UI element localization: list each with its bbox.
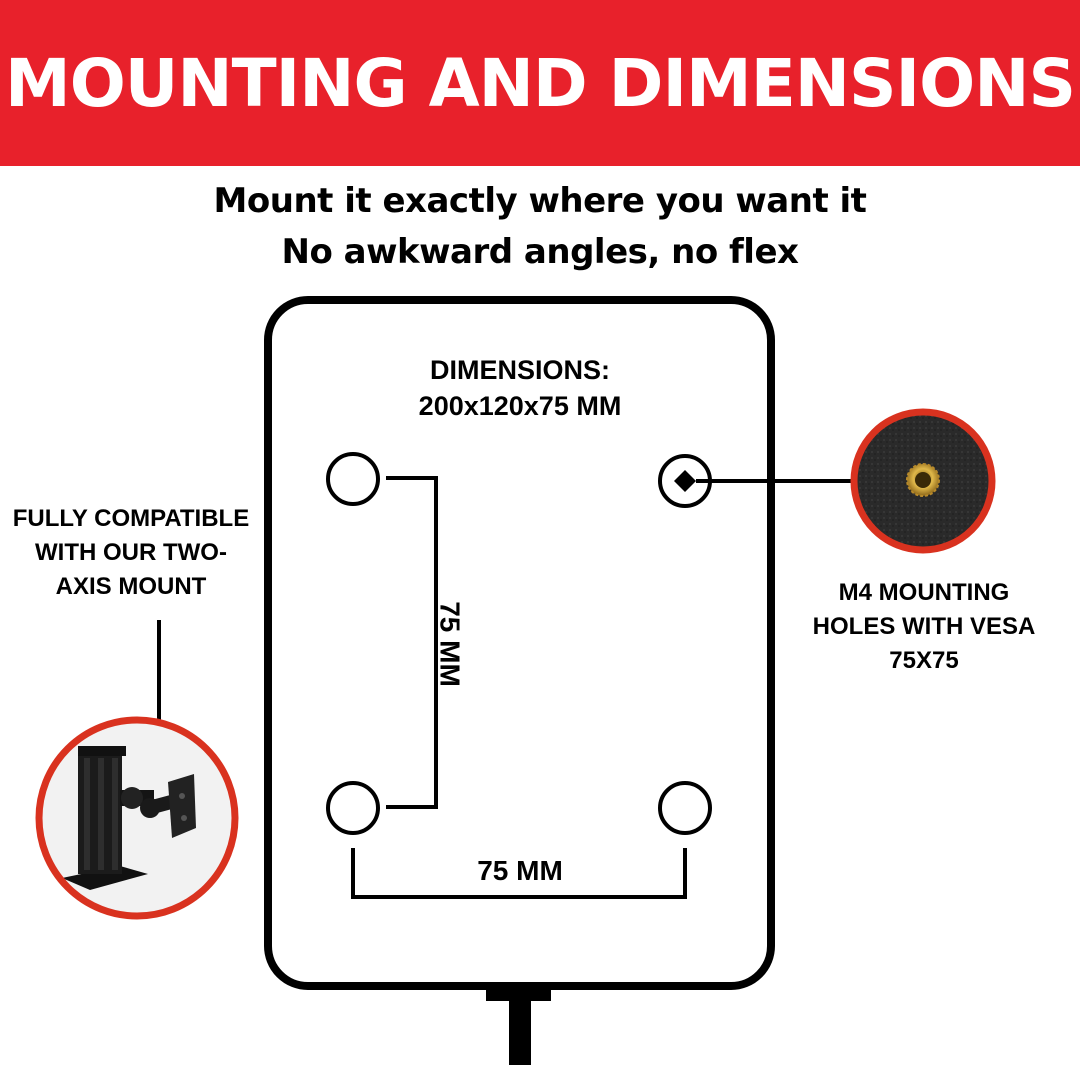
panel-outline	[264, 296, 775, 990]
mounting-hole-bottom-left	[326, 781, 380, 835]
vertical-dimension-bracket	[386, 476, 438, 809]
left-callout-line-3: AXIS MOUNT	[55, 573, 207, 600]
threaded-insert-icon	[850, 408, 996, 554]
mounting-hole-bottom-right	[658, 781, 712, 835]
page-title: MOUNTING AND DIMENSIONS	[5, 44, 1076, 122]
right-callout-line-2: HOLES WITH VESA	[812, 613, 1036, 640]
vertical-spacing-label: 75 MM	[435, 601, 466, 687]
mounting-hole-top-left	[326, 452, 380, 506]
horizontal-spacing-label: 75 MM	[477, 855, 563, 886]
header-banner: MOUNTING AND DIMENSIONS	[0, 0, 1080, 166]
tagline-line-2: No awkward angles, no flex	[281, 232, 799, 272]
two-axis-mount-icon	[35, 716, 239, 920]
tagline-line-1: Mount it exactly where you want it	[213, 181, 867, 221]
left-callout-line-2: WITH OUR TWO-	[35, 539, 227, 566]
left-callout-line-1: FULLY COMPATIBLE	[12, 505, 250, 532]
right-callout-line-1: M4 MOUNTING	[838, 579, 1010, 606]
right-callout-line-3: 75X75	[889, 647, 959, 674]
right-callout-diamond	[674, 470, 696, 492]
dimensions-label: DIMENSIONS:	[429, 355, 610, 385]
dimensions-block: DIMENSIONS: 200x120x75 MM	[370, 352, 670, 424]
panel-stem	[509, 999, 531, 1065]
right-callout-text: M4 MOUNTING HOLES WITH VESA 75X75	[798, 576, 1050, 678]
dimensions-value: 200x120x75 MM	[418, 391, 622, 421]
left-callout-text: FULLY COMPATIBLE WITH OUR TWO- AXIS MOUN…	[0, 502, 262, 604]
horizontal-dimension-bracket	[351, 848, 687, 899]
